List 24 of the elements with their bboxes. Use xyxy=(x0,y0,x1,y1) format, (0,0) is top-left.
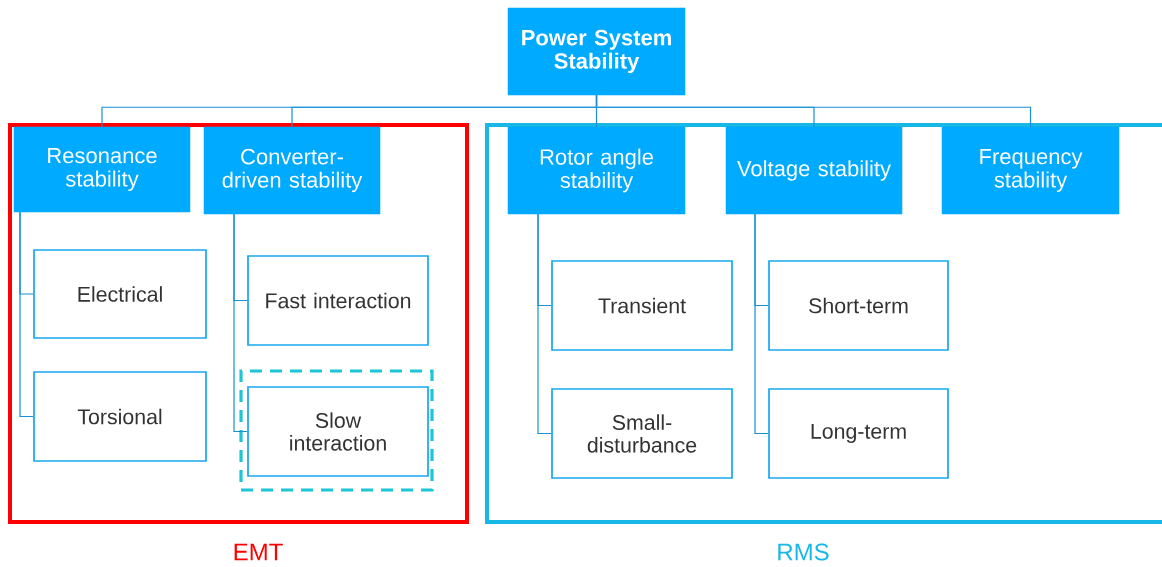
category-box: Converter-driven stability xyxy=(203,126,381,215)
connector-line xyxy=(754,213,769,435)
subcategory-box: Long-term xyxy=(768,388,949,479)
category-box: Rotor angle stability xyxy=(507,126,686,215)
group-label: EMT xyxy=(234,543,283,561)
subcategory-box: Small-disturbance xyxy=(551,388,733,479)
subcategory-box: Fast interaction xyxy=(247,255,429,346)
subcategory-box: Transient xyxy=(551,260,733,351)
subcategory-box: Torsional xyxy=(33,371,207,462)
subcategory-box: Short-term xyxy=(768,260,949,351)
category-box: Voltage stability xyxy=(725,126,903,215)
category-box: Frequency stability xyxy=(941,126,1120,215)
category-box: Resonance stability xyxy=(13,126,191,213)
subcategory-box: Electrical xyxy=(33,249,207,339)
group-frame xyxy=(8,123,469,524)
subcategory-box: Slow interaction xyxy=(247,386,429,477)
group-label: RMS xyxy=(778,543,829,561)
category-box: Power System Stability xyxy=(507,7,686,96)
connector-line xyxy=(19,211,34,418)
dashed-box xyxy=(239,369,434,492)
connector-line xyxy=(537,213,552,435)
connector-line xyxy=(233,213,248,433)
group-frame xyxy=(485,123,1162,524)
connector-line xyxy=(595,94,1032,128)
